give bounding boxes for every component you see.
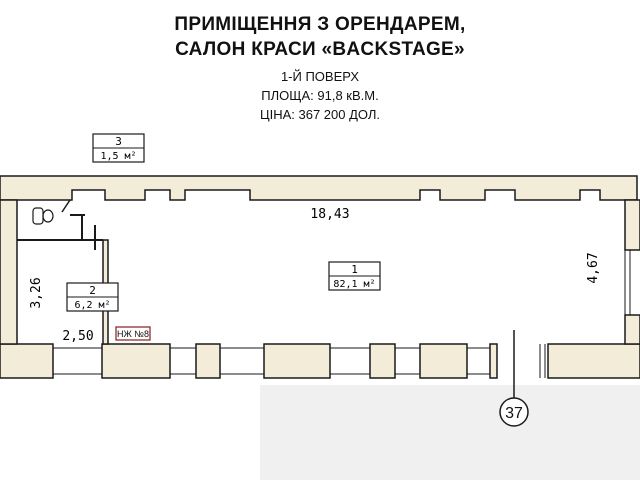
price-label: ЦІНА: 367 200 ДОЛ. xyxy=(259,107,381,122)
room-2-area: 6,2 м² xyxy=(74,300,110,311)
watermark xyxy=(260,385,640,480)
floor-label: 1-Й ПОВЕРХ xyxy=(280,69,360,84)
plan-title-line1: ПРИМІЩЕННЯ З ОРЕНДАРЕМ, xyxy=(174,14,466,35)
dimension-room2-width: 2,50 xyxy=(62,329,93,344)
area-label: ПЛОЩА: 91,8 кВ.М. xyxy=(261,88,379,103)
plan-title-line2: САЛОН КРАСИ «BACKSTAGE» xyxy=(175,39,465,60)
room-3-number: 3 xyxy=(115,135,122,148)
building-number: 37 xyxy=(505,405,523,422)
marker-label: НЖ №8 xyxy=(115,326,151,341)
toilet-icon xyxy=(32,207,54,225)
window-openings xyxy=(53,250,631,378)
dimension-length: 18,43 xyxy=(310,207,349,222)
marker-text: НЖ №8 xyxy=(117,329,149,339)
room-1-area: 82,1 м² xyxy=(333,279,375,290)
exterior-walls xyxy=(0,175,640,379)
room-2-label: 2 6,2 м² xyxy=(66,282,119,312)
room-2-number: 2 xyxy=(89,284,96,297)
room-1-number: 1 xyxy=(351,263,358,276)
room-3-area: 1,5 м² xyxy=(100,151,136,162)
dimension-width-right: 4,67 xyxy=(586,252,601,283)
room-3-label: 3 1,5 м² xyxy=(92,133,145,163)
building-number-marker: 37 xyxy=(499,397,529,427)
room-1-label: 1 82,1 м² xyxy=(328,261,381,291)
dimension-room2-height: 3,26 xyxy=(29,277,44,308)
interior-partitions xyxy=(17,199,103,250)
